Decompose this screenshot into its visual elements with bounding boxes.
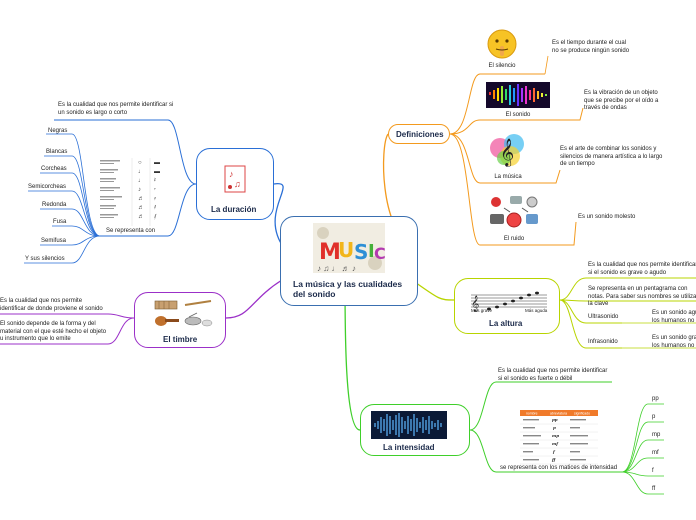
central-title: La música y las cualidades del sonido [293, 279, 403, 299]
instruments-image [149, 299, 215, 329]
definiciones-title: Definiciones [396, 130, 444, 139]
svg-text:𝄿: 𝄿 [154, 196, 156, 202]
sound-wave-image [486, 82, 550, 108]
central-topic[interactable]: M U S I C ♪ ♫ ♩ ♬ ♪ La música y las cual… [280, 216, 418, 306]
altura-definition: Es la cualidad que nos permite identific… [588, 262, 696, 276]
caption-silencio: El silencio [488, 63, 516, 69]
dynamic-ff[interactable]: ff [652, 486, 656, 492]
noise-objects-image [484, 192, 542, 232]
svg-text:♬: ♬ [138, 205, 144, 211]
duracion-title: La duración [211, 205, 257, 214]
intensity-waveform-image [371, 411, 447, 439]
svg-text:𝄾: 𝄾 [154, 187, 156, 193]
svg-text:I: I [368, 241, 375, 262]
altura-image-left: Más grave [471, 308, 493, 313]
intensidad-definition: Es la cualidad que nos permite identific… [498, 368, 608, 382]
svg-text:mf: mf [552, 441, 559, 446]
figure-fusa[interactable]: Fusa [53, 219, 67, 225]
note-figures-table-image: ○ ▬ ♩ ▬ ♩ 𝄽 ♪ 𝄾 ♬ 𝄿 ♬ 𝅀 ♬ 𝅁 [96, 156, 168, 228]
svg-text:significado: significado [574, 412, 590, 416]
svg-text:𝄞: 𝄞 [471, 295, 479, 312]
text-ruido: Es un sonido molesto [578, 214, 636, 220]
music-note-image: 𝄞 [486, 130, 530, 170]
svg-text:𝅁: 𝅁 [154, 213, 157, 220]
svg-text:𝅀: 𝅀 [154, 204, 157, 211]
text-silencio: Es el tiempo durante el cual no se produ… [552, 40, 630, 54]
figure-redonda[interactable]: Redonda [42, 202, 67, 208]
svg-text:M: M [319, 240, 341, 265]
altura-infrasonido-text: Es un sonido grave, los humanos no [652, 335, 696, 349]
altura-staff-text: Se representa en un pentagrama con notas… [588, 286, 696, 307]
svg-text:♪ ♫ ♩ ♬ ♪: ♪ ♫ ♩ ♬ ♪ [317, 264, 356, 273]
svg-text:♩: ♩ [138, 178, 144, 184]
figure-blancas[interactable]: Blancas [46, 149, 68, 155]
svg-text:mp: mp [552, 433, 559, 438]
topic-timbre[interactable]: El timbre [134, 292, 226, 348]
dynamic-p[interactable]: p [652, 414, 656, 420]
caption-sonido: El sonido [505, 112, 531, 118]
svg-text:♫: ♫ [234, 179, 241, 189]
dynamic-f[interactable]: f [652, 468, 654, 474]
svg-text:𝄽: 𝄽 [154, 178, 156, 184]
svg-text:pp: pp [552, 417, 558, 422]
altura-ultrasonido-label[interactable]: Ultrasonido [588, 314, 619, 320]
svg-text:▬: ▬ [154, 160, 160, 166]
svg-text:♬: ♬ [138, 214, 144, 220]
figure-semicorcheas[interactable]: Semicorcheas [28, 184, 67, 190]
intensidad-title: La intensidad [383, 443, 435, 452]
intensidad-matices-label: se representa con los matices de intensi… [500, 465, 618, 471]
svg-text:f: f [552, 449, 556, 454]
svg-text:♬: ♬ [138, 196, 144, 202]
svg-text:abreviatura: abreviatura [550, 412, 567, 416]
timbre-title: El timbre [163, 335, 198, 344]
svg-text:♪: ♪ [138, 187, 141, 193]
text-sonido: Es la vibración de un objeto que se prec… [584, 90, 659, 111]
svg-text:p: p [553, 425, 556, 430]
svg-text:nombre: nombre [526, 412, 538, 416]
dynamic-pp[interactable]: pp [652, 396, 659, 402]
altura-title: La altura [489, 319, 523, 328]
altura-ultrasonido-text: Es un sonido agudo, los humanos no [652, 310, 696, 324]
duracion-represented-label: Se representa con [106, 228, 156, 234]
music-collage-image: M U S I C ♪ ♫ ♩ ♬ ♪ [313, 223, 385, 273]
caption-ruido: El ruido [503, 236, 525, 242]
altura-image-right: Más aguda [525, 308, 548, 313]
text-musica: Es el arte de combinar los sonidos y sil… [560, 146, 663, 167]
figure-negras[interactable]: Negras [48, 128, 68, 134]
duracion-definition: Es la cualidad que nos permite identific… [58, 102, 174, 116]
topic-intensidad[interactable]: La intensidad [360, 404, 470, 456]
figure-semifusa[interactable]: Semifusa [41, 238, 67, 244]
silence-emoji-image [486, 28, 518, 60]
svg-text:♪: ♪ [229, 169, 234, 179]
pitch-staff-image: 𝄞 [469, 285, 549, 317]
svg-text:♩: ♩ [138, 169, 144, 175]
duration-notes-image: ♪ ♫ [224, 165, 246, 193]
figure-silencios[interactable]: Y sus silencios [25, 256, 65, 262]
figure-corcheas[interactable]: Corcheas [41, 166, 67, 172]
caption-musica: La música [494, 174, 522, 180]
altura-infrasonido-label[interactable]: Infrasonido [588, 339, 618, 345]
svg-text:U: U [338, 238, 354, 262]
topic-duracion[interactable]: ♪ ♫ La duración [196, 148, 274, 220]
svg-text:▬: ▬ [154, 169, 160, 175]
svg-text:S: S [354, 240, 368, 264]
svg-text:ff: ff [551, 457, 556, 462]
svg-text:𝄞: 𝄞 [500, 138, 514, 167]
svg-text:○: ○ [138, 160, 142, 166]
dynamic-mp[interactable]: mp [652, 432, 661, 438]
timbre-text-2: El sonido depende de la forma y del mate… [0, 321, 107, 342]
topic-definiciones[interactable]: Definiciones [388, 124, 450, 144]
timbre-text-1: Es la cualidad que nos permite identific… [0, 298, 103, 312]
topic-altura[interactable]: 𝄞 Más grave Más aguda La altura [454, 278, 560, 334]
svg-text:C: C [374, 244, 385, 263]
dynamic-mf[interactable]: mf [652, 450, 659, 456]
